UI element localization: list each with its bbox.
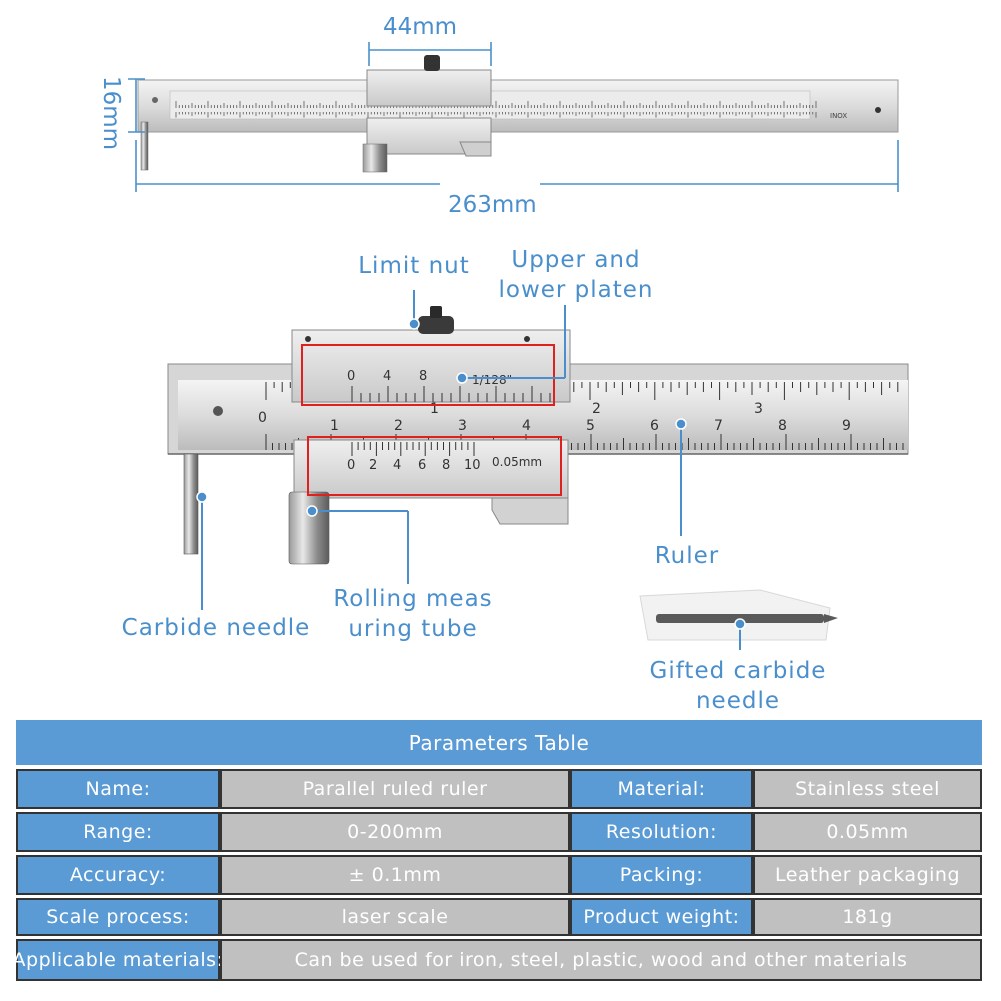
table-key: Scale process: (16, 898, 220, 936)
svg-text:2: 2 (394, 418, 403, 434)
top-ruler-drawing: INOX (137, 55, 899, 173)
gifted-needle-label-line2: needle (695, 688, 781, 714)
svg-text:2: 2 (369, 458, 377, 473)
platen-label-line1: Upper and (511, 247, 641, 273)
table-key: Material: (570, 769, 753, 809)
ruler-label: Ruler (654, 543, 720, 569)
svg-text:0: 0 (258, 410, 267, 426)
platen-label-line2: lower platen (498, 277, 654, 303)
svg-text:1: 1 (330, 418, 339, 434)
table-key: Range: (16, 812, 220, 852)
upper-vernier-label: 1/128" (472, 373, 512, 387)
svg-text:10: 10 (464, 458, 481, 473)
svg-text:5: 5 (586, 418, 595, 434)
svg-text:4: 4 (522, 418, 531, 434)
svg-text:8: 8 (442, 458, 450, 473)
svg-text:8: 8 (419, 369, 427, 384)
table-value: 181g (753, 898, 982, 936)
length-dimension-label: 263mm (448, 192, 537, 218)
table-key: Product weight: (570, 898, 753, 936)
lower-vernier-label: 0.05mm (492, 455, 542, 469)
table-key: Accuracy: (16, 855, 220, 895)
dimension-lines (128, 42, 899, 192)
callout-lines (201, 290, 741, 650)
lower-scale-highlight (307, 436, 562, 496)
width-dimension-label: 44mm (383, 14, 458, 40)
svg-text:9: 9 (842, 418, 851, 434)
svg-text:8: 8 (778, 418, 787, 434)
rolling-tube-label-line1: Rolling meas (333, 586, 493, 612)
gifted-needle-illustration (639, 589, 838, 641)
upper-scale-highlight (301, 344, 555, 406)
svg-text:6: 6 (418, 458, 426, 473)
inox-mark: INOX (830, 112, 847, 120)
table-value: Leather packaging (753, 855, 982, 895)
svg-text:6: 6 (650, 418, 659, 434)
table-key: Applicable materials: (13, 939, 223, 981)
parameters-table-title: Parameters Table (16, 720, 982, 765)
table-key: Name: (16, 769, 220, 809)
svg-text:1: 1 (430, 401, 439, 417)
table-key: Packing: (570, 855, 753, 895)
svg-text:4: 4 (383, 369, 391, 384)
table-key: Resolution: (570, 812, 753, 852)
svg-text:4: 4 (393, 458, 401, 473)
gifted-needle-label-line1: Gifted carbide (649, 658, 827, 684)
product-illustration: INOX 1 2 3 4 5 6 7 8 9 0 1 2 3 (128, 42, 909, 650)
carbide-needle-label: Carbide needle (121, 615, 311, 641)
svg-text:0: 0 (347, 369, 355, 384)
limit-nut-label: Limit nut (358, 253, 470, 279)
table-value: 0-200mm (220, 812, 570, 852)
table-value: Stainless steel (753, 769, 982, 809)
table-value: Parallel ruled ruler (220, 769, 570, 809)
table-value: laser scale (220, 898, 570, 936)
table-value: Can be used for iron, steel, plastic, wo… (220, 939, 982, 981)
table-value: ± 0.1mm (220, 855, 570, 895)
svg-text:3: 3 (754, 401, 763, 417)
svg-text:0: 0 (347, 458, 355, 473)
svg-text:3: 3 (458, 418, 467, 434)
svg-text:7: 7 (714, 418, 723, 434)
table-value: 0.05mm (753, 812, 982, 852)
svg-text:2: 2 (592, 401, 601, 417)
rolling-tube-label-line2: uring tube (348, 616, 478, 642)
height-dimension-label: 16mm (98, 76, 124, 151)
